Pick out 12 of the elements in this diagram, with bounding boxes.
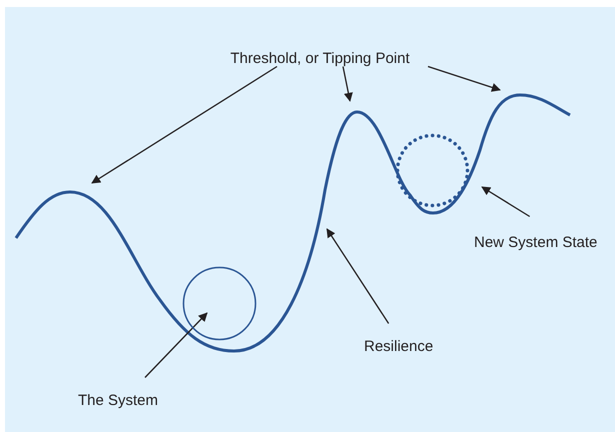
leader-arrow (342, 66, 353, 102)
leader-arrow (91, 66, 278, 184)
leader-arrow (428, 66, 501, 92)
system-ball (394, 132, 470, 208)
callout-label: Resilience (364, 338, 434, 355)
callout-label: The System (78, 392, 158, 409)
leader-arrow (481, 186, 530, 218)
callout-label: New System State (474, 234, 598, 251)
leader-arrow (144, 312, 208, 378)
leader-arrow (326, 228, 390, 324)
callout-label: Threshold, or Tipping Point (230, 50, 410, 67)
system-ball (182, 266, 256, 340)
